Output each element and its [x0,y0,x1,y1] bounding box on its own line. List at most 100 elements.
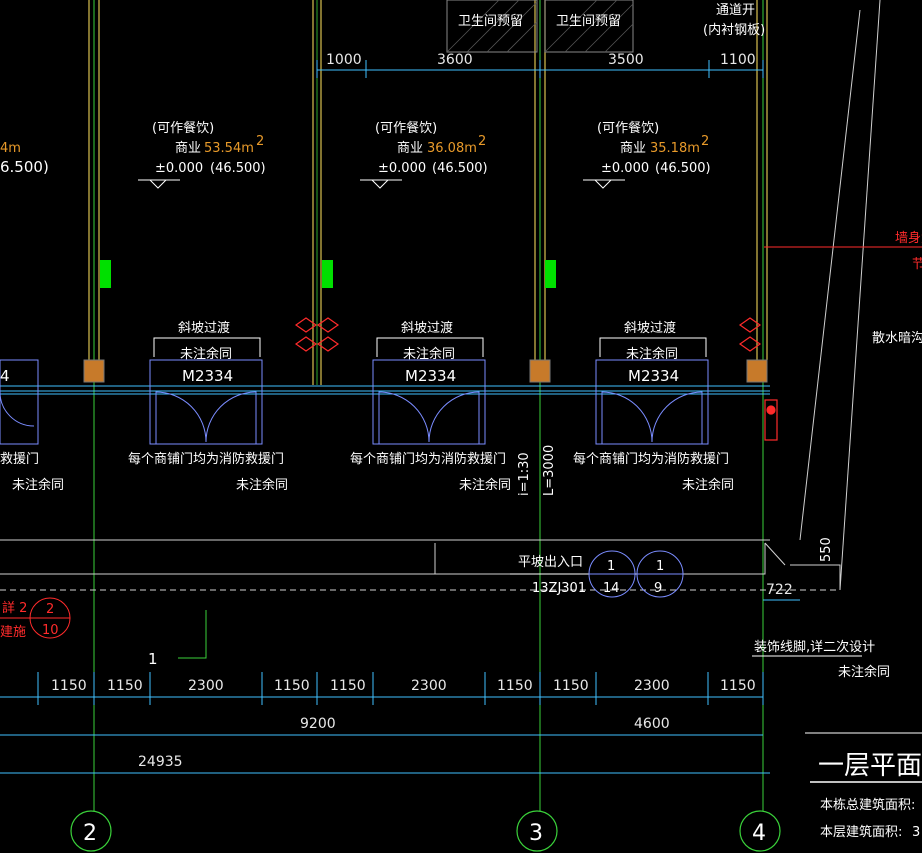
left-red-label1: 詳 2 [2,600,27,616]
shop-2-fire-note: 每个商铺门均为消防救援门 [350,451,506,467]
bottom-dim-r1-2: 2300 [188,678,224,694]
bottom-dim-r1-5: 2300 [411,678,447,694]
bottom-dim-r1-0: 1150 [51,678,87,694]
left-shop-elevation: 6.500) [0,158,49,176]
svg-text:10: 10 [42,623,59,638]
bottom-dim-lines [0,672,770,774]
floor-area-value: 3 [912,825,920,840]
shop-1-area-sup: 2 [256,134,264,149]
bottom-dim-r1-4: 1150 [330,678,366,694]
left-red-label2: 建施 [0,625,26,640]
bottom-dim-r1-9: 1150 [720,678,756,694]
shop-unit-1[interactable]: (可作餐饮) 商业 53.54m 2 ±0.000 (46.500) 斜坡过渡 … [128,120,288,493]
right-outline [790,0,881,591]
shop-3-fire-note: 每个商铺门均为消防救援门 [573,451,729,467]
right-drainage-note: 散水暗沟做 [872,331,922,346]
storefront-lines [0,385,770,395]
detail-circle-1: 1 14 [588,550,636,598]
marker-1-label: 1 [148,650,158,668]
shop-2-fire-sub: 未注余同 [459,477,511,493]
shop-3-note: (可作餐饮) [597,120,659,136]
shop-3-door-note: 未注余同 [626,346,678,362]
shop-3-area-sup: 2 [701,134,709,149]
decor-note: 装饰线脚,详二次设计 [754,639,875,655]
shop-2-slope: 斜坡过渡 [401,320,453,336]
shop-2-door-code: M2334 [405,367,456,385]
toilet-reserved-area-1 [446,0,538,53]
title-block: 一层平面图 本栋总建筑面积: 本层建筑面积: 3 [805,732,922,840]
right-red-note2: 节 [912,257,922,272]
svg-text:3: 3 [529,821,543,846]
bottom-dim-r1-6: 1150 [497,678,533,694]
left-fire-sub: 未注余同 [12,477,64,493]
shop-2-area: 36.08m [427,141,477,156]
shop-1-fire-note: 每个商铺门均为消防救援门 [128,451,284,467]
shop-3-slope: 斜坡过渡 [624,320,676,336]
bottom-dim-r1-1: 1150 [107,678,143,694]
green-markers [100,260,556,288]
shop-2-elevation: ±0.000 [378,161,426,176]
shop-1-slope: 斜坡过渡 [178,320,230,336]
left-shop-area: 4m [0,141,21,156]
total-area-label: 本栋总建筑面积: [820,797,915,813]
toilet-reserved-area-2 [544,0,634,53]
marker-1-leader [178,610,207,659]
top-dimension-line [316,60,764,78]
passage-note-line2: (内衬钢板) [703,22,765,38]
svg-text:9: 9 [654,581,662,596]
shop-doors [0,359,709,445]
axis-bubble-2: 2 [70,810,112,852]
dim-550: 550 [819,537,834,562]
bottom-dim-r3-0: 24935 [138,754,183,770]
toilet-reserved-label-2: 卫生间预留 [556,14,621,29]
svg-text:2: 2 [46,602,54,617]
shop-1-area: 53.54m [204,141,254,156]
shop-1-door-note: 未注余同 [180,346,232,362]
shop-1-elevation: ±0.000 [155,161,203,176]
column-markers [83,359,768,383]
shop-2-type: 商业 [397,141,423,156]
bottom-dim-r2-1: 4600 [634,716,670,732]
shop-3-type: 商业 [620,141,646,156]
red-hydrant-symbols [294,317,778,441]
shop-3-area: 35.18m [650,141,700,156]
decor-sub: 未注余同 [838,664,890,680]
top-dim-1100: 1100 [720,52,756,68]
shop-3-elevation: ±0.000 [601,161,649,176]
axis-bubble-4: 4 [739,810,781,852]
right-red-note1: 墙身大 [895,230,922,246]
shop-2-abs-elevation: (46.500) [432,161,488,176]
top-dim-3600: 3600 [437,52,473,68]
shop-3-abs-elevation: (46.500) [655,161,711,176]
shop-1-door-code: M2334 [182,367,233,385]
shop-3-door-code: M2334 [628,367,679,385]
ramp-entrance-label: 平坡出入口 [518,555,583,570]
passage-note-line1: 通道开 [716,3,755,18]
bottom-dim-r1-3: 1150 [274,678,310,694]
shop-1-type: 商业 [175,141,201,156]
left-fire-note: 救援门 [0,451,39,467]
bottom-dim-r2-0: 9200 [300,716,336,732]
svg-text:1: 1 [656,559,664,574]
svg-text:14: 14 [603,581,620,596]
shop-3-fire-sub: 未注余同 [682,477,734,493]
floor-area-label: 本层建筑面积: [820,824,902,840]
detail-circle-2: 1 9 [636,550,684,598]
dim-722: 722 [766,582,793,598]
left-shop-door-code: 4 [0,367,10,385]
toilet-reserved-label-1: 卫生间预留 [458,14,523,29]
wall-lines [88,0,768,385]
shop-1-abs-elevation: (46.500) [210,161,266,176]
shop-2-note: (可作餐饮) [375,120,437,136]
shop-2-door-note: 未注余同 [403,346,455,362]
shop-unit-2[interactable]: (可作餐饮) 商业 36.08m 2 ±0.000 (46.500) 斜坡过渡 … [350,120,511,493]
shop-1-fire-sub: 未注余同 [236,477,288,493]
shop-unit-3[interactable]: (可作餐饮) 商业 35.18m 2 ±0.000 (46.500) 斜坡过渡 … [573,120,734,493]
shop-2-area-sup: 2 [478,134,486,149]
shop-1-note: (可作餐饮) [152,120,214,136]
top-dim-1000: 1000 [326,52,362,68]
axis-bubble-3: 3 [516,810,558,852]
svg-text:1: 1 [607,559,615,574]
